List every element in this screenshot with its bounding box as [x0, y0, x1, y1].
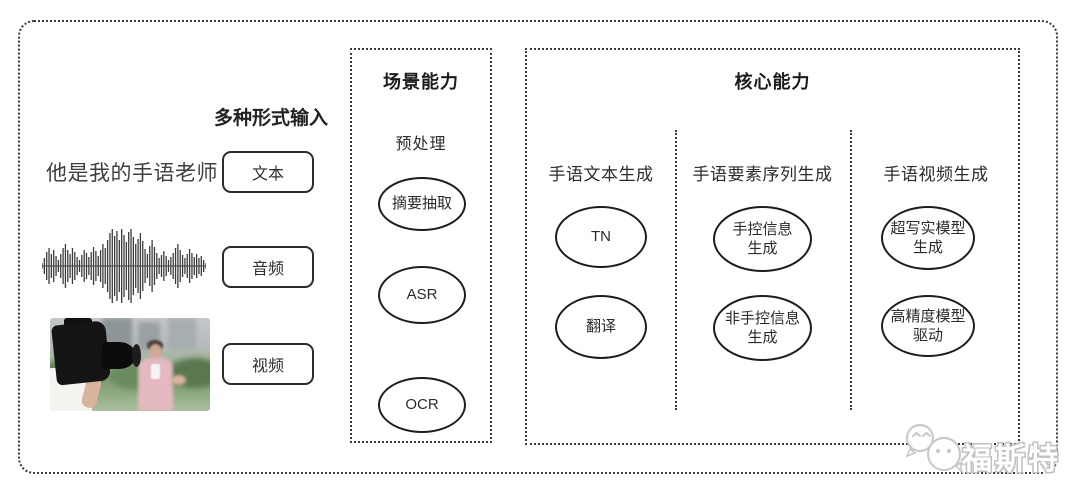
- text-input-label: 文本: [251, 166, 284, 183]
- col-header-element-sequence: 手语要素序列生成: [692, 165, 833, 184]
- camera-lens-ring: [132, 344, 141, 367]
- node-non-manual-info-generation: 非手控信息 生成: [713, 295, 812, 361]
- audio-input-label: 音频: [251, 261, 284, 278]
- scene-capability-panel: 场景能力 预处理 摘要抽取 ASR OCR: [350, 48, 492, 443]
- node-high-precision-model-label: 高精度模型 驱动: [890, 307, 966, 345]
- reporter-hand: [171, 375, 186, 385]
- scene-capability-title: 场景能力: [383, 72, 459, 92]
- microphone: [151, 364, 160, 379]
- video-input-label: 视频: [251, 358, 284, 375]
- node-manual-info-generation: 手控信息 生成: [713, 206, 812, 272]
- node-non-manual-info-label: 非手控信息 生成: [724, 309, 800, 347]
- node-ocr: OCR: [378, 377, 466, 433]
- photo-building: [168, 318, 196, 350]
- camera-lens: [102, 342, 136, 369]
- multi-input-header: 多种形式输入: [213, 108, 328, 129]
- column-separator: [850, 130, 852, 410]
- col-header-text-generation: 手语文本生成: [548, 165, 654, 184]
- video-thumbnail: [50, 318, 210, 411]
- core-capability-panel: 核心能力 手语文本生成 TN 翻译 手语要素序列生成 手控信息 生成 非手控信息…: [525, 48, 1020, 445]
- chat-bubbles-icon: [905, 424, 964, 475]
- col-header-video-generation: 手语视频生成: [883, 165, 989, 184]
- node-asr: ASR: [378, 266, 466, 324]
- watermark-text: 福斯特: [962, 443, 1061, 476]
- sample-sentence: 他是我的手语老师: [46, 162, 218, 185]
- node-summary-extraction: 摘要抽取: [378, 177, 466, 231]
- node-ocr-label: OCR: [405, 396, 439, 414]
- node-hyperrealistic-model-generation: 超写实模型 生成: [881, 206, 975, 270]
- text-input-box: 文本: [222, 151, 314, 193]
- node-translation: 翻译: [555, 295, 647, 359]
- node-tn: TN: [555, 206, 647, 268]
- node-summary-extraction-label: 摘要抽取: [391, 195, 452, 213]
- column-separator: [675, 130, 677, 410]
- preprocess-label: 预处理: [395, 136, 447, 153]
- column-video-generation: 手语视频生成 超写实模型 生成 高精度模型 驱动: [850, 50, 1022, 443]
- column-element-sequence-generation: 手语要素序列生成 手控信息 生成 非手控信息 生成: [675, 50, 850, 443]
- reporter-head: [149, 344, 162, 359]
- core-capability-title: 核心能力: [734, 72, 811, 92]
- outer-border: [18, 20, 1058, 474]
- column-text-generation: 手语文本生成 TN 翻译: [527, 50, 675, 443]
- audio-waveform-icon: [42, 229, 206, 303]
- watermark: 福斯特: [900, 420, 1070, 476]
- video-input-box: 视频: [222, 343, 314, 385]
- node-manual-info-label: 手控信息 生成: [732, 220, 793, 258]
- audio-input-box: 音频: [222, 246, 314, 288]
- node-asr-label: ASR: [406, 286, 438, 304]
- node-high-precision-model-drive: 高精度模型 驱动: [881, 295, 975, 357]
- node-tn-label: TN: [591, 228, 611, 246]
- node-translation-label: 翻译: [585, 318, 616, 336]
- node-hyperrealistic-model-label: 超写实模型 生成: [890, 219, 966, 257]
